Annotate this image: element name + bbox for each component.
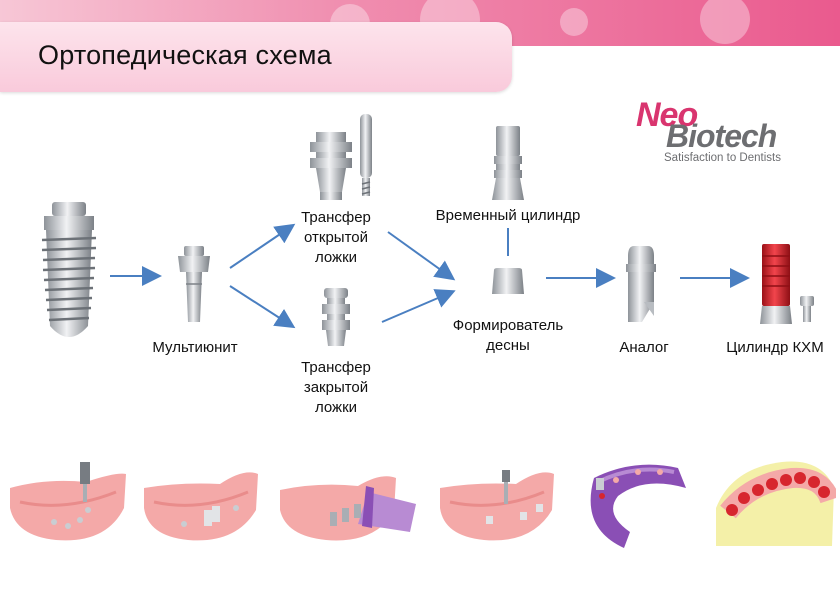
- logo-biotech: Biotech: [666, 118, 777, 154]
- brand-logo: Neo Biotech Satisfaction to Dentists: [628, 96, 808, 168]
- label-healing-cap: Формирователь десны: [452, 317, 564, 354]
- title-box: [0, 22, 512, 92]
- scene-model-tray: [590, 464, 686, 548]
- analog-icon: [626, 246, 656, 322]
- healing-cap-icon: [492, 268, 524, 294]
- arrow-open-cap: [387, 231, 456, 281]
- scene-framework: [716, 461, 836, 546]
- label-temp-cylinder: Временный цилиндр: [435, 207, 581, 224]
- label-ccm-cylinder: Цилиндр КХМ: [726, 339, 824, 356]
- ccm-cylinder-icon: [760, 244, 814, 324]
- label-analog: Аналог: [619, 339, 669, 356]
- logo-tagline: Satisfaction to Dentists: [664, 152, 781, 164]
- scene-healing-caps: [440, 470, 554, 541]
- multiunit-icon: [178, 246, 210, 322]
- page-title: Ортопедическая схема: [38, 40, 332, 70]
- scene-implants-placement: [10, 462, 126, 541]
- label-closed-transfer: Трансфер закрытой ложки: [301, 359, 371, 416]
- label-open-transfer: Трансфер открытой ложки: [301, 209, 371, 266]
- arrow-multiunit-open: [229, 223, 296, 269]
- scene-multiunits: [144, 472, 258, 541]
- logo-neo: Neo: [636, 96, 698, 134]
- closed-transfer-icon: [322, 288, 350, 346]
- temp-cylinder-icon: [492, 126, 524, 200]
- implant-icon: [41, 202, 97, 337]
- scene-impression: [280, 476, 416, 541]
- open-transfer-icon: [310, 114, 372, 200]
- label-multiunit: Мультиюнит: [152, 339, 238, 356]
- arrow-multiunit-closed: [229, 285, 296, 329]
- arrow-closed-cap: [381, 289, 456, 323]
